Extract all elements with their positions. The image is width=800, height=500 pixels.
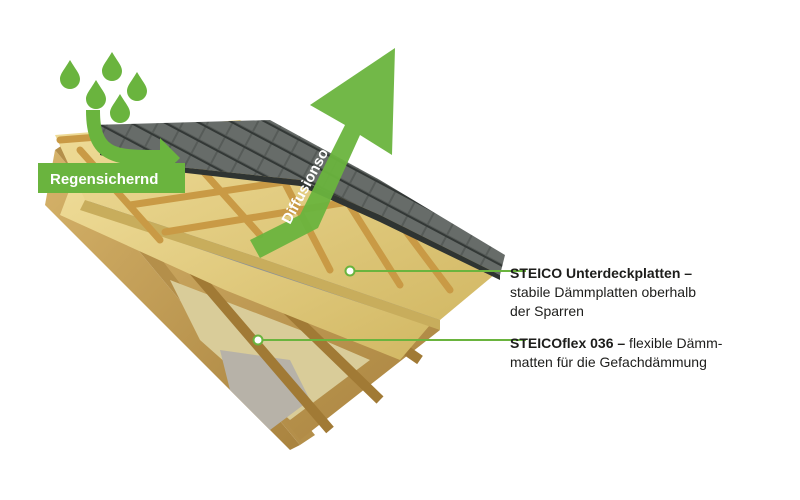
callout-line-1 (344, 265, 526, 277)
rain-protection-label: Regensichernd (50, 171, 158, 188)
water-drop-icon (127, 72, 147, 101)
water-drop-icon (110, 94, 130, 123)
callout-dot (344, 265, 356, 277)
diffusion-arrow (250, 48, 395, 258)
callout-text: der Sparren (510, 303, 584, 319)
callout-flex-insulation: STEICOflex 036 – flexible Dämm- matten f… (510, 334, 780, 372)
water-drop-icon (60, 60, 80, 89)
water-drop-icon (102, 52, 122, 81)
grey-fill-insulation (220, 350, 310, 430)
callout-title: STEICO Unterdeckplatten – (510, 265, 693, 281)
rain-protection-label-bg (38, 163, 185, 193)
callout-line-2 (252, 334, 526, 346)
rain-drops (60, 52, 147, 123)
roof-tiles (90, 120, 505, 275)
callout-text: matten für die Gefachdämmung (510, 354, 707, 370)
interior-insulation-gap (170, 280, 370, 420)
water-drop-icon (86, 80, 106, 109)
callout-underlay-board: STEICO Unterdeckplatten – stabile Dämmpl… (510, 264, 780, 321)
callout-dot (252, 334, 264, 346)
callout-text: flexible Dämm- (625, 335, 723, 351)
callout-text: stabile Dämmplatten oberhalb (510, 284, 696, 300)
deflection-arrow-icon (86, 110, 180, 178)
callout-title: STEICOflex 036 – (510, 335, 626, 351)
